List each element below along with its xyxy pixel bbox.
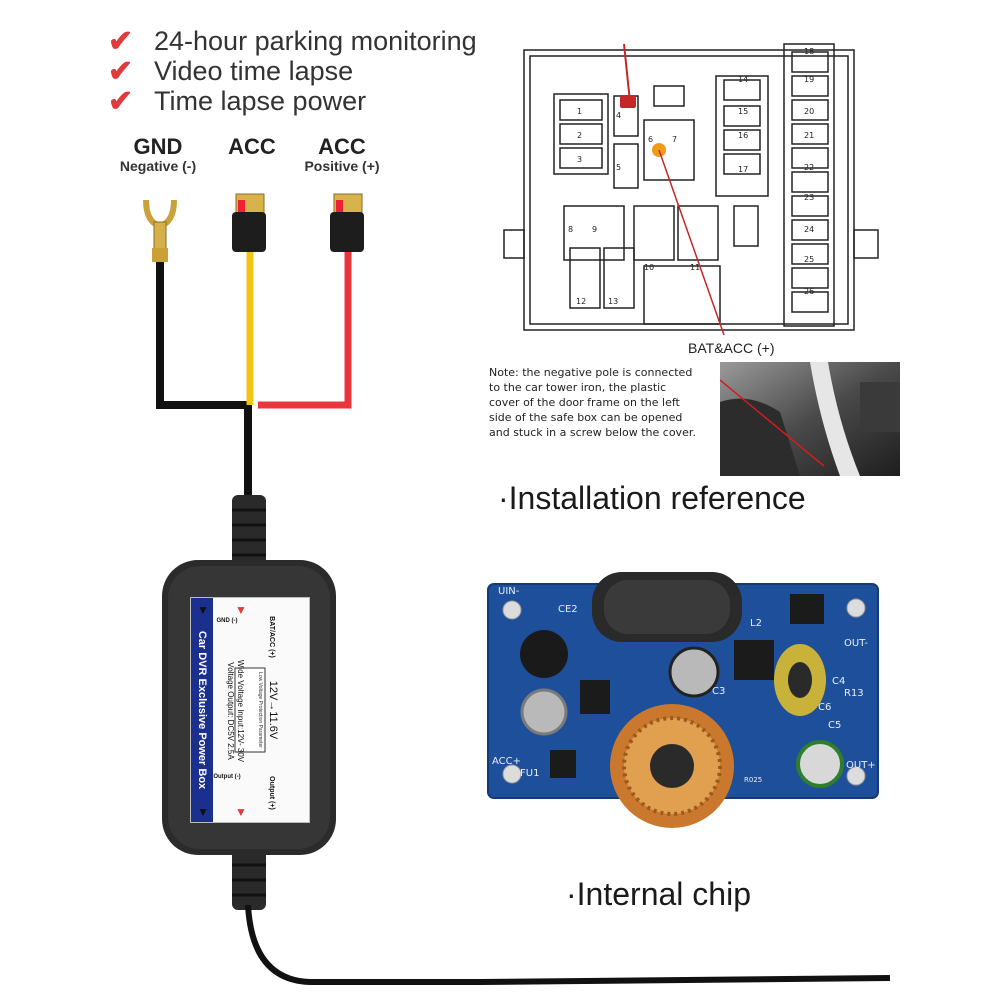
fuse-number: 20 xyxy=(804,107,814,116)
fuse-number: 18 xyxy=(804,47,814,56)
fuse-number: 22 xyxy=(804,163,814,172)
acc-positive-title: ACC xyxy=(318,134,366,159)
strain-relief xyxy=(232,495,266,567)
fuse-number: 10 xyxy=(644,263,654,272)
fuse-number: 21 xyxy=(804,131,814,140)
fuse-number: 19 xyxy=(804,75,814,84)
gnd-subtitle: Negative (-) xyxy=(119,158,197,174)
arrow-down-icon: ▼ xyxy=(197,603,209,617)
fuse-number: 1 xyxy=(577,107,582,116)
fuse-number: 15 xyxy=(738,107,748,116)
gnd-wire xyxy=(156,262,252,500)
fuse-number: 25 xyxy=(804,255,814,264)
fuse-number: 26 xyxy=(804,287,814,296)
gnd-title: GND xyxy=(133,134,183,159)
feature-label: 24-hour parking monitoring xyxy=(154,26,477,56)
pcb-label: C6 xyxy=(818,702,831,713)
pcb-label: C4 xyxy=(832,676,845,687)
pcb-label: CE2 xyxy=(558,604,578,615)
feature-item: ✔ 24-hour parking monitoring xyxy=(108,24,477,59)
arrow-down-icon: ▼ xyxy=(235,805,247,819)
power-box-label: ▼ ▼ ▼ ▼ Car DVR Exclusive Power Box Wide… xyxy=(190,597,310,823)
fuse-number: 4 xyxy=(616,111,621,120)
fuse-number: 14 xyxy=(738,75,748,84)
pcb-label: OUT- xyxy=(844,638,868,649)
check-icon: ✔ xyxy=(108,55,134,88)
fuse-number: 16 xyxy=(738,131,748,140)
fuse-number: 17 xyxy=(738,165,748,174)
pcb-label: OUT+ xyxy=(846,760,876,771)
pcb-label: L2 xyxy=(750,618,762,629)
fuse-number: 8 xyxy=(568,225,573,234)
output-cable xyxy=(245,904,480,985)
terminal-output-neg: Output (-) xyxy=(213,774,241,780)
fuse-box-diagram: 1 2 3 4 5 6 7 8 9 10 11 12 13 14 15 16 1… xyxy=(503,43,879,336)
acc-title: ACC xyxy=(228,134,276,159)
pcb-label: C3 xyxy=(712,686,725,697)
power-box-title: Car DVR Exclusive Power Box xyxy=(196,630,208,790)
terminal-gnd: GND (-) xyxy=(216,618,238,624)
fuse-number: 23 xyxy=(804,193,814,202)
fuse-tap-icon xyxy=(232,193,266,252)
install-note: Note: the negative pole is connected to … xyxy=(489,366,696,439)
arrow-down-icon: ▼ xyxy=(197,805,209,819)
feature-item: ✔ Video time lapse xyxy=(108,54,353,89)
spade-terminal-icon xyxy=(143,199,177,262)
feature-item: ✔ Time lapse power xyxy=(108,84,366,119)
pcb-board: UIN- OUT- ACC+ OUT+ CE2 C3 C4 C5 C6 L2 R… xyxy=(487,572,879,828)
fuse-number: 6 xyxy=(648,135,653,144)
fuse-highlight-red xyxy=(620,96,636,108)
check-icon: ✔ xyxy=(108,25,134,58)
fuse-number: 5 xyxy=(616,163,621,172)
protection-value: 12V→11.6V xyxy=(267,680,279,740)
fuse-tap-icon xyxy=(330,193,364,252)
pcb-label: R025 xyxy=(744,776,762,784)
fuse-number: 12 xyxy=(576,297,586,306)
pcb-label: UIN- xyxy=(498,586,520,597)
door-frame-photo xyxy=(720,362,900,476)
fuse-box-label: BAT&ACC (+) xyxy=(688,340,775,356)
fuse-number: 24 xyxy=(804,225,814,234)
pcb-label: C5 xyxy=(828,720,841,731)
arrow-down-icon: ▼ xyxy=(235,603,247,617)
fuse-numbers: 1 2 3 4 5 6 7 8 9 10 11 12 13 14 15 16 1… xyxy=(568,47,814,306)
internal-chip-heading: ·Internal chip xyxy=(566,876,751,912)
fuse-number: 3 xyxy=(577,155,582,164)
pcb-label: FU1 xyxy=(520,768,539,779)
fuse-number: 2 xyxy=(577,131,582,140)
power-box-spec-1: Wide Voltage Input:12V- 30V xyxy=(236,659,245,763)
feature-label: Video time lapse xyxy=(154,56,354,86)
feature-label: Time lapse power xyxy=(154,86,367,116)
pcb-label: R13 xyxy=(844,688,864,699)
installation-heading: ·Installation reference xyxy=(498,480,806,516)
acc-positive-wire xyxy=(258,252,352,409)
pcb-label: ACC+ xyxy=(492,756,521,767)
check-icon: ✔ xyxy=(108,85,134,118)
wiring-illustration xyxy=(143,193,480,985)
terminal-bat-acc: BAT/ACC (+) xyxy=(268,616,275,658)
power-box-spec-2: Voltage Output: DC5V 2.5A xyxy=(226,662,235,760)
output-cable-end xyxy=(480,975,891,985)
fuse-number: 11 xyxy=(690,263,700,272)
terminal-output-pos: Output (+) xyxy=(268,776,275,810)
acc-positive-subtitle: Positive (+) xyxy=(304,158,380,174)
fuse-number: 7 xyxy=(672,135,677,144)
fuse-number: 13 xyxy=(608,297,618,306)
fuse-number: 9 xyxy=(592,225,597,234)
strain-relief xyxy=(232,850,266,910)
protection-label: Low Voltage Protection Parameter xyxy=(257,672,263,748)
